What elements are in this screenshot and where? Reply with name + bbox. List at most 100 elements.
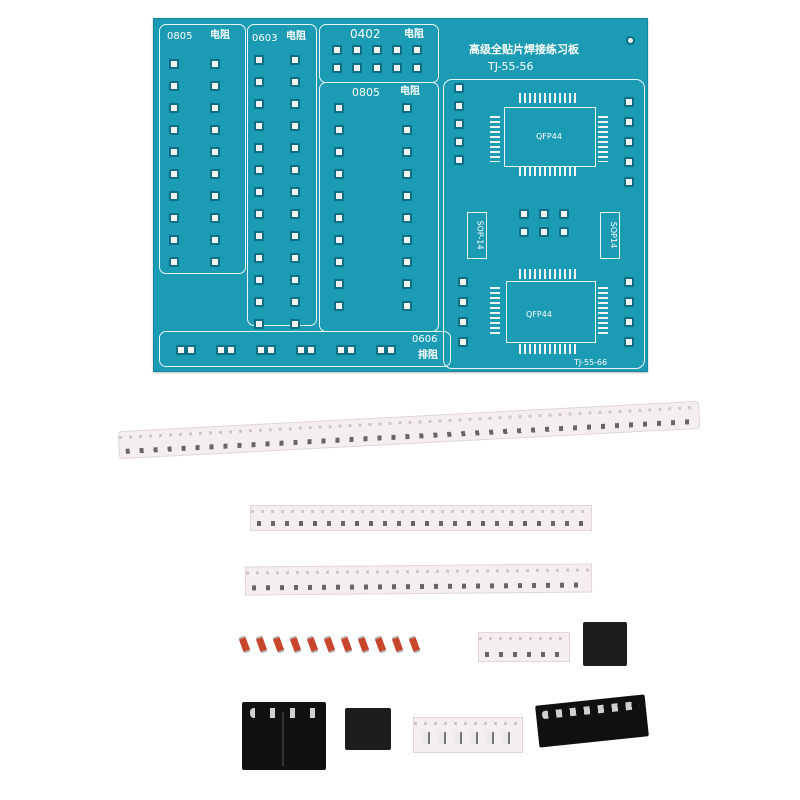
resistor-tape-strip-2 xyxy=(250,505,592,531)
qfp44-chip-bottom xyxy=(340,708,396,750)
sop14-right-footprint xyxy=(600,212,620,259)
pad-diode xyxy=(624,157,634,167)
tray-divider xyxy=(282,712,284,766)
pad-0805-mid xyxy=(334,257,344,267)
label-resistor-0603: 电阻 xyxy=(286,31,306,42)
glass-diode xyxy=(289,635,302,654)
pad-0606 xyxy=(376,345,386,355)
pad-0402 xyxy=(412,63,422,73)
pad-0805-mid xyxy=(402,125,412,135)
pad-smd xyxy=(458,337,468,347)
pad-0606 xyxy=(336,345,346,355)
glass-diode xyxy=(238,635,251,654)
pad-0603 xyxy=(254,209,264,219)
glass-diode xyxy=(391,635,404,654)
pad-0606 xyxy=(346,345,356,355)
pad-smd xyxy=(624,297,634,307)
tape-components xyxy=(485,652,563,657)
pad-0805-left xyxy=(169,213,179,223)
tape-components xyxy=(252,582,586,591)
tape-sprocket-holes xyxy=(251,510,591,513)
label-0603: 0603 xyxy=(252,33,278,44)
pad-0805-left xyxy=(210,59,220,69)
pad-0402 xyxy=(352,63,362,73)
pad-0402 xyxy=(372,45,382,55)
practice-pcb-board: 0805 电阻 0603 电阻 0402 电阻 0805 电阻 0606 排阻 … xyxy=(153,18,648,372)
pad-sot xyxy=(539,209,549,219)
pad-diode xyxy=(624,97,634,107)
pad-0805-left xyxy=(210,81,220,91)
section-0805-middle xyxy=(319,82,439,332)
section-0606-network xyxy=(159,331,451,367)
pad-0805-mid xyxy=(402,147,412,157)
pad-0805-left xyxy=(210,257,220,267)
pad-0805-mid xyxy=(334,301,344,311)
pad-0805-left xyxy=(169,59,179,69)
pad-0805-mid xyxy=(334,279,344,289)
pad-0805-left xyxy=(169,235,179,245)
pad-0805-left xyxy=(210,147,220,157)
board-title: 高级全贴片焊接练习板 xyxy=(469,43,579,56)
qfp-bottom-pins-top xyxy=(519,269,579,279)
pad-0805-mid xyxy=(402,213,412,223)
pad-0805-mid xyxy=(402,257,412,267)
pad-0603 xyxy=(254,253,264,263)
pad-0606 xyxy=(186,345,196,355)
pad-0606 xyxy=(226,345,236,355)
pad-0805-left xyxy=(210,235,220,245)
pad-0805-left xyxy=(210,191,220,201)
pad-0603 xyxy=(254,99,264,109)
pad-0603 xyxy=(290,209,300,219)
pad-0805-mid xyxy=(334,103,344,113)
pad-0402 xyxy=(412,45,422,55)
tape-sprocket-holes xyxy=(414,722,522,725)
pad-0805-mid xyxy=(334,235,344,245)
pad-0603 xyxy=(254,165,264,175)
pad-0805-left xyxy=(210,103,220,113)
pad-0603 xyxy=(254,275,264,285)
pad-0805-mid xyxy=(402,279,412,289)
pad-smd xyxy=(624,317,634,327)
pad-0603 xyxy=(254,121,264,131)
pad-0603 xyxy=(290,187,300,197)
glass-diode xyxy=(408,635,421,654)
mounting-hole xyxy=(626,36,635,45)
qfp-bottom-label: QFP44 xyxy=(526,310,552,319)
qfp-bottom-pins-right xyxy=(598,287,608,337)
pad-0805-left xyxy=(169,191,179,201)
section-0805-left xyxy=(159,24,246,274)
pad-0805-left xyxy=(169,257,179,267)
pad-0402 xyxy=(392,63,402,73)
sop14-left-label: SOP-14 xyxy=(475,220,485,250)
tape-sprocket-holes xyxy=(479,637,569,640)
pad-0606 xyxy=(216,345,226,355)
pad-0805-left xyxy=(169,103,179,113)
glass-diode xyxy=(272,635,285,654)
pad-0603 xyxy=(290,121,300,131)
pad-0603 xyxy=(290,297,300,307)
pad-0805-mid xyxy=(334,147,344,157)
pad-0603 xyxy=(290,99,300,109)
sop14-right-label: SOP14 xyxy=(609,221,619,249)
board-model-bottom: TJ-55-66 xyxy=(574,358,608,367)
sop-component-tape xyxy=(413,717,523,753)
pad-0805-mid xyxy=(402,301,412,311)
glass-diode xyxy=(374,635,387,654)
pad-0805-mid xyxy=(402,103,412,113)
pad-diode xyxy=(454,155,464,165)
pad-smd xyxy=(458,277,468,287)
qfp-top-pins-left xyxy=(490,116,500,162)
pad-0603 xyxy=(290,165,300,175)
pad-0603 xyxy=(290,319,300,329)
pad-0603 xyxy=(290,275,300,285)
glass-diode xyxy=(340,635,353,654)
pad-0805-mid xyxy=(402,169,412,179)
glass-diode xyxy=(357,635,370,654)
pad-diode xyxy=(624,137,634,147)
qfp-top-label: QFP44 xyxy=(536,132,562,141)
pad-0805-left xyxy=(169,147,179,157)
qfp-top-footprint xyxy=(504,107,596,167)
pad-0606 xyxy=(296,345,306,355)
pad-0805-left xyxy=(169,81,179,91)
sop-tray-package xyxy=(535,694,649,748)
